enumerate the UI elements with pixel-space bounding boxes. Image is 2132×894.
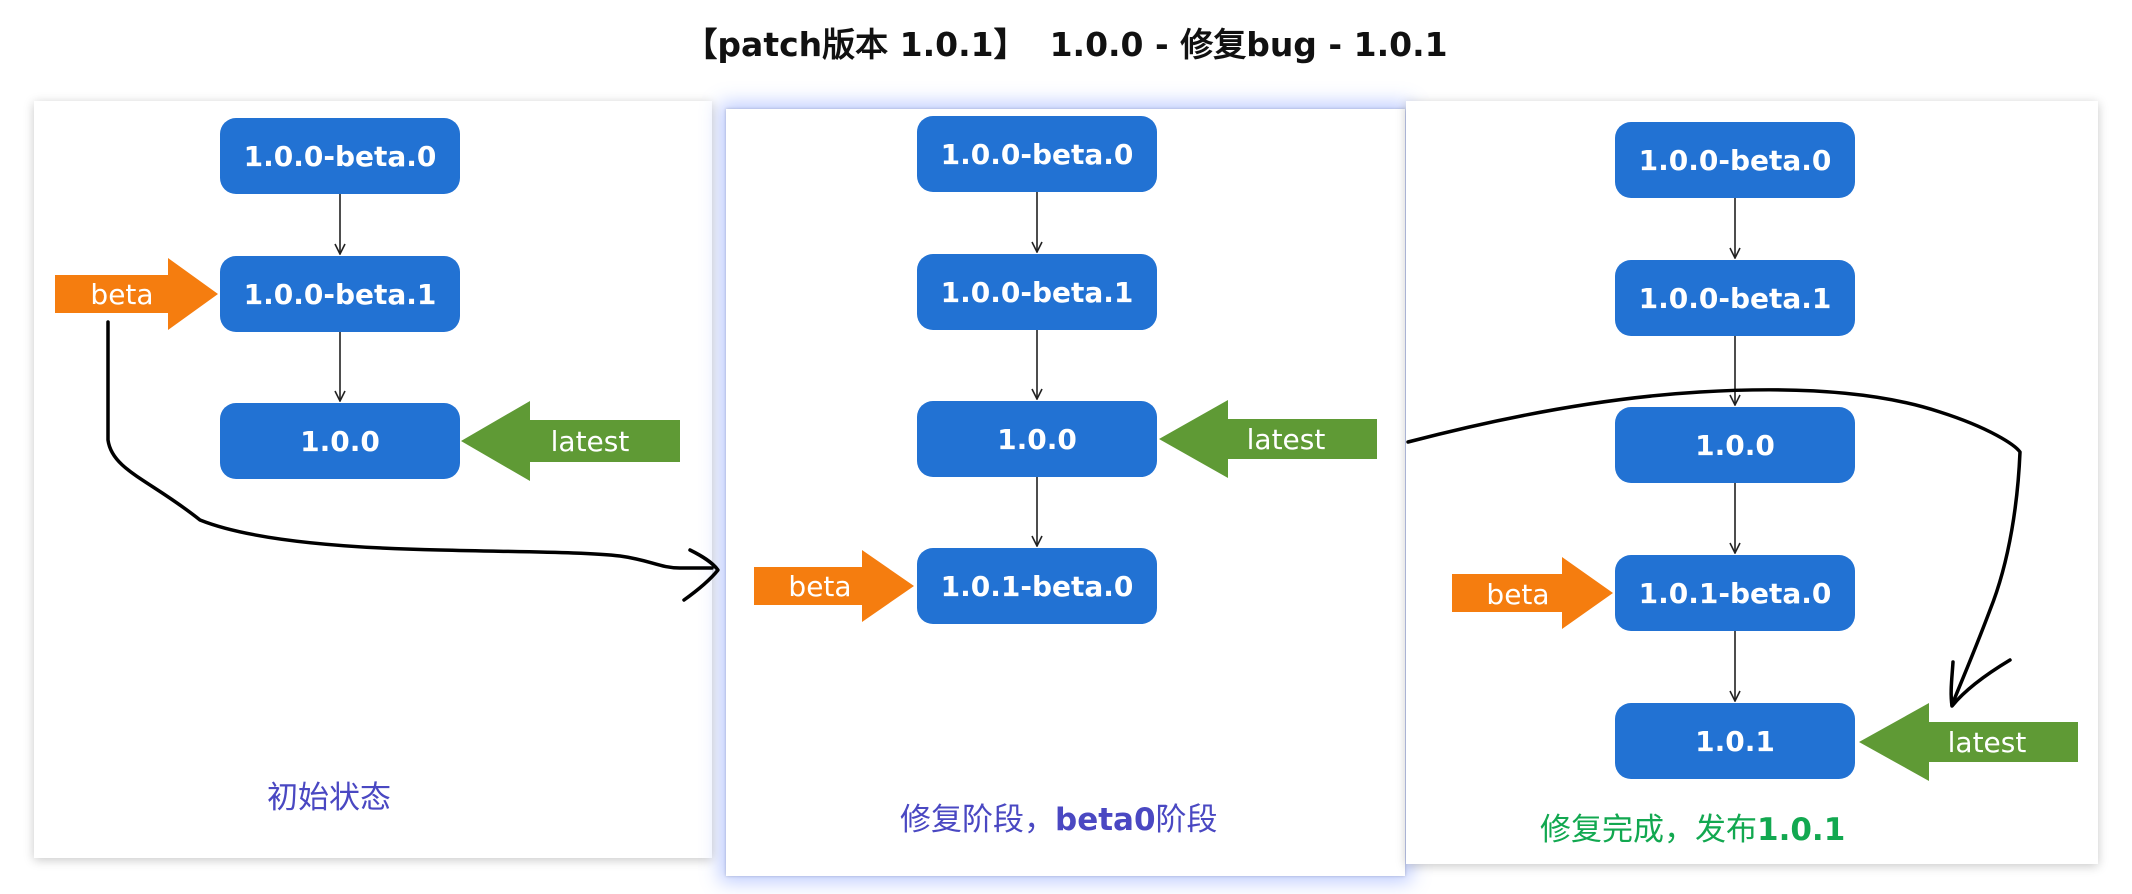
panel-fix-stage [726, 109, 1405, 876]
panel-label-fix-stage: 修复阶段，beta0阶段 [900, 794, 1218, 839]
version-node: 1.0.0 [220, 403, 460, 479]
version-node: 1.0.1 [1615, 703, 1855, 779]
panel-initial-state [34, 101, 712, 858]
panel-label-bold: 1.0.1 [1757, 812, 1846, 848]
version-node: 1.0.0-beta.1 [1615, 260, 1855, 336]
panel-label-prefix: 修复完成，发布 [1540, 812, 1757, 848]
version-node: 1.0.0-beta.0 [1615, 122, 1855, 198]
version-node: 1.0.0-beta.0 [917, 116, 1157, 192]
panel-label-fix-complete: 修复完成，发布1.0.1 [1540, 804, 1845, 849]
version-node: 1.0.1-beta.0 [917, 548, 1157, 624]
version-node: 1.0.0 [1615, 407, 1855, 483]
panel-label-prefix: 修复阶段， [900, 802, 1055, 838]
version-node: 1.0.0-beta.1 [220, 256, 460, 332]
diagram-title: 【patch版本 1.0.1】 1.0.0 - 修复bug - 1.0.1 [684, 25, 1448, 64]
panel-label-initial: 初始状态 [267, 772, 391, 817]
version-node: 1.0.1-beta.0 [1615, 555, 1855, 631]
panel-label-text: 初始状态 [267, 780, 391, 816]
panel-label-bold: beta0 [1055, 802, 1156, 838]
version-node: 1.0.0-beta.1 [917, 254, 1157, 330]
version-node: 1.0.0-beta.0 [220, 118, 460, 194]
panel-label-suffix: 阶段 [1155, 802, 1218, 838]
version-node: 1.0.0 [917, 401, 1157, 477]
